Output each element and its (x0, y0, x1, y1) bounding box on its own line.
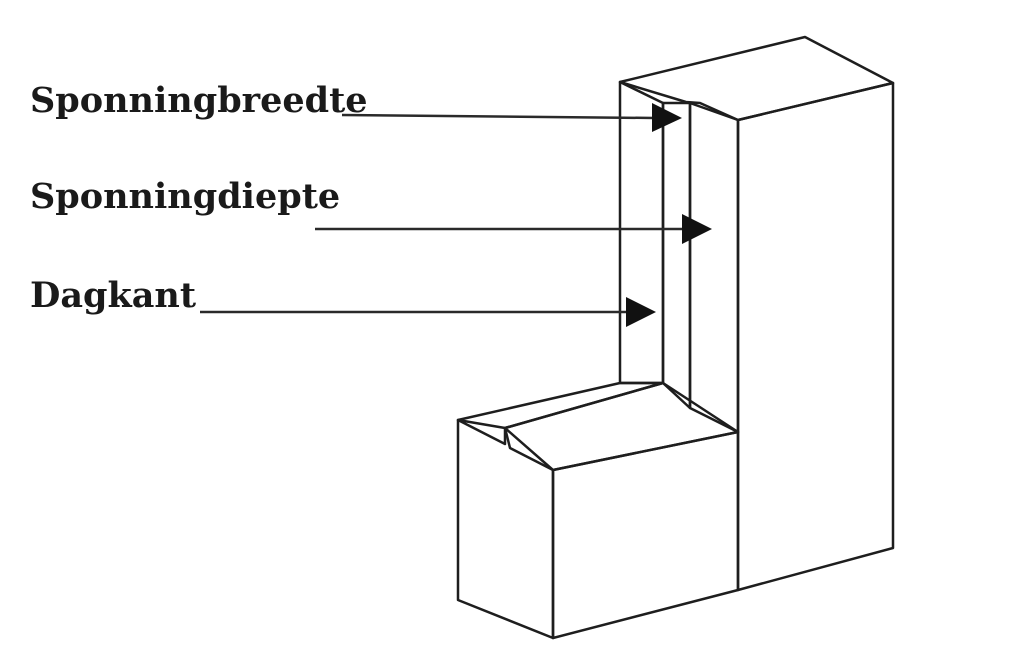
leader-sponningdiepte (315, 214, 712, 244)
label-sponningbreedte: Sponningbreedte (30, 80, 368, 121)
arrowhead-sponningbreedte (652, 103, 682, 132)
arrowhead-sponningdiepte (682, 214, 712, 244)
rail-front-face (551, 430, 740, 640)
rebate-side-face (688, 101, 740, 434)
stile-front-face (736, 81, 895, 592)
label-sponningdiepte: Sponningdiepte (30, 176, 340, 217)
dagkant-face (661, 101, 692, 410)
leader-dagkant (200, 297, 656, 327)
frame-rail (456, 381, 740, 640)
label-dagkant: Dagkant (30, 275, 196, 316)
rail-end-section (456, 418, 555, 640)
rail-groove (456, 381, 665, 446)
leader-sponningbreedte (341, 103, 682, 132)
arrowhead-dagkant (626, 297, 656, 327)
